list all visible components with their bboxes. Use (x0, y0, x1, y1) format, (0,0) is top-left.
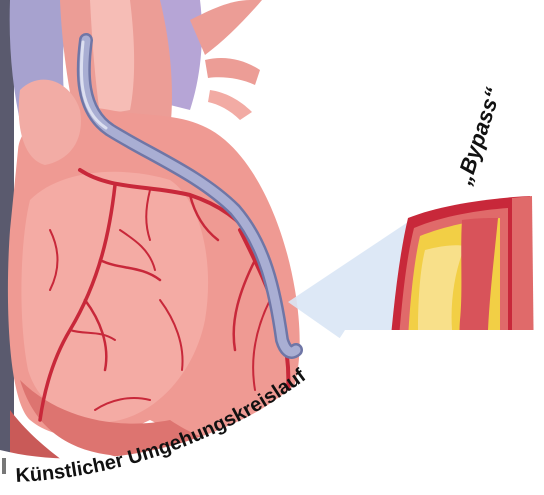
bypass-label: „Bypass“ (451, 84, 506, 188)
left-marker (2, 458, 6, 474)
artery-branch-3 (208, 90, 252, 120)
artery-branch-2 (205, 58, 260, 85)
